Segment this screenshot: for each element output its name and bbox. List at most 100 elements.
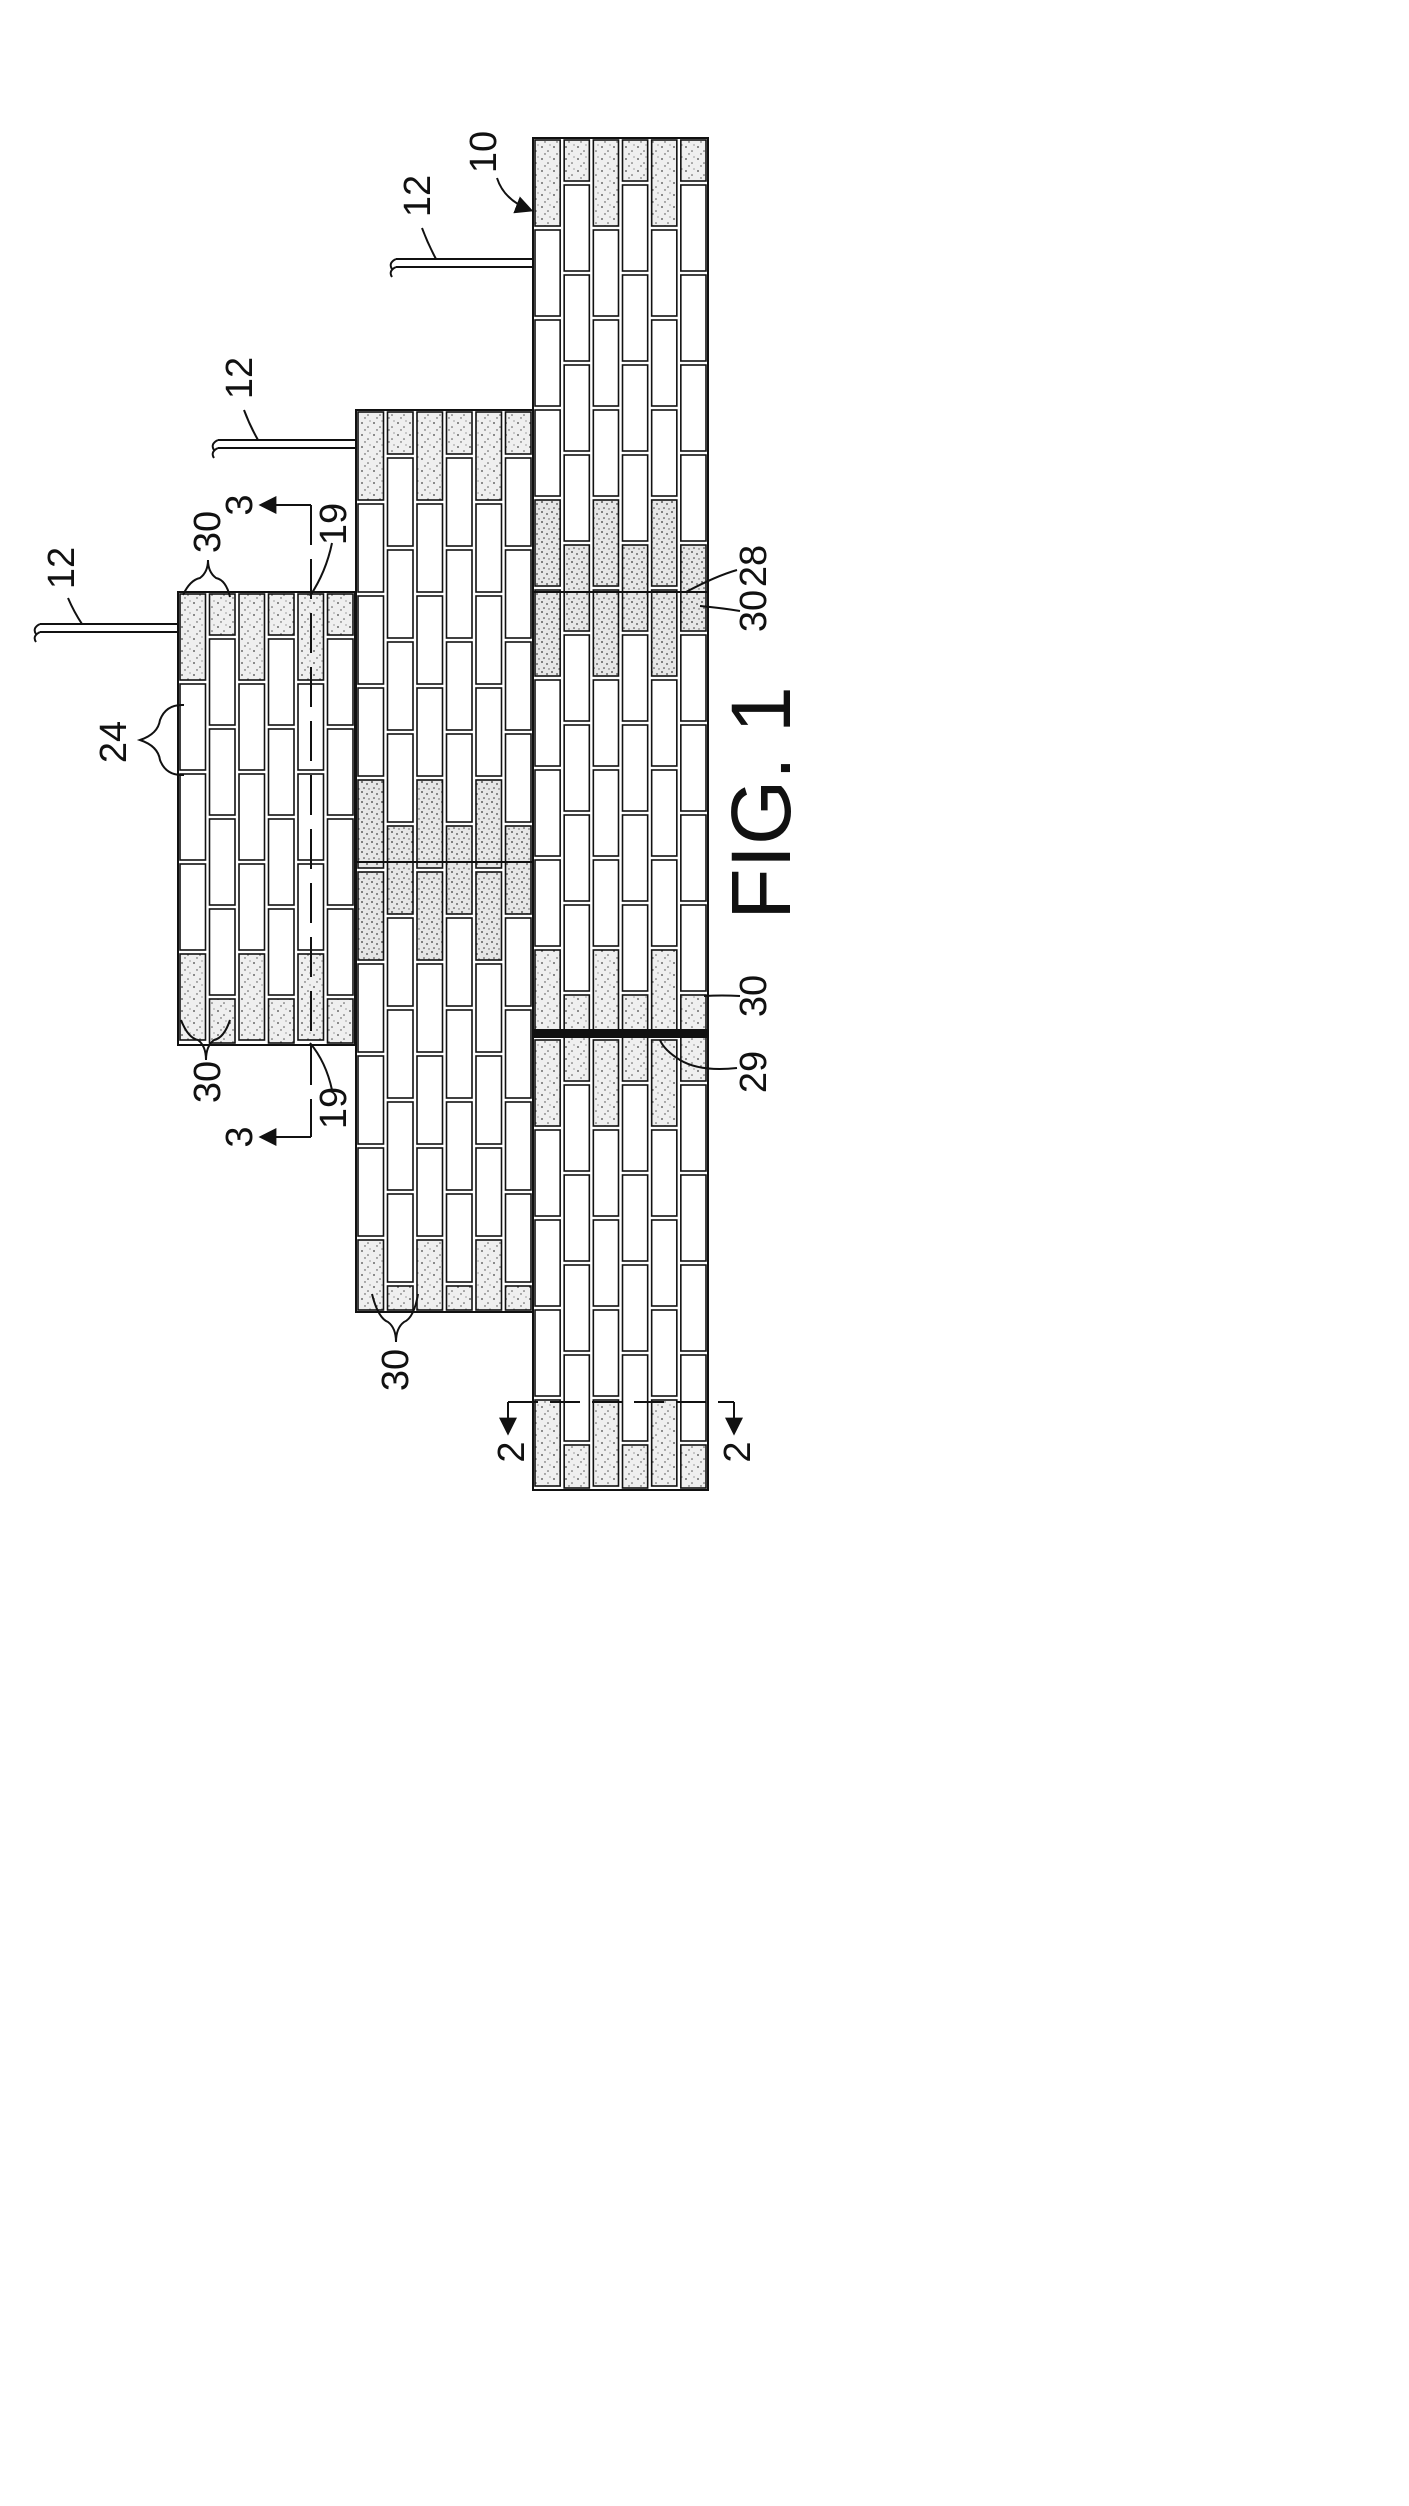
bottom-stack-brick [681,140,706,181]
middle-stack-brick [417,1148,443,1236]
top-stack-brick [180,774,206,860]
label-28: 28 [733,545,775,587]
bottom-stack-brick [623,140,648,181]
top-stack-brick [239,864,265,950]
bottom-stack-brick [535,860,560,946]
bottom-stack-brick [593,1310,618,1396]
middle-stack-brick [358,1148,384,1236]
bottom-stack-brick [564,635,589,721]
label-2-left: 2 [491,1441,533,1462]
middle-stack-brick [388,1194,414,1282]
label-12-a: 12 [41,547,83,589]
middle-stack-brick [506,458,532,546]
middle-stack-brick [388,1286,414,1310]
top-stack-brick [210,999,236,1043]
top-stack-brick [239,954,265,1040]
middle-stack-brick [358,688,384,776]
label-19-bottom: 19 [313,1087,355,1129]
bottom-stack-brick [593,320,618,406]
middle-stack-brick [476,872,502,960]
bottom-stack-brick [535,1400,560,1486]
middle-stack-brick [506,734,532,822]
bottom-stack-brick [564,365,589,451]
bottom-stack-brick [535,410,560,496]
bottom-stack-brick [623,815,648,901]
bottom-stack-brick [623,1445,648,1488]
middle-stack-brick [447,412,473,454]
bottom-stack-brick [652,1040,677,1126]
bottom-stack-brick [593,1220,618,1306]
bottom-stack-brick [593,1040,618,1126]
bottom-stack-brick [593,950,618,1036]
middle-stack-brick [388,826,414,914]
bottom-stack-brick [564,455,589,541]
bottom-stack-brick [593,590,618,676]
top-stack-brick [328,594,354,635]
bottom-stack-brick [623,1265,648,1351]
bottom-stack-brick [564,1085,589,1171]
bottom-stack-brick [535,770,560,856]
bottom-stack-brick [652,770,677,856]
middle-stack-brick [417,596,443,684]
bottom-stack-brick [564,1355,589,1441]
top-stack-brick [239,774,265,860]
bottom-stack-brick [652,1310,677,1396]
bottom-stack-brick [535,680,560,766]
bottom-stack-brick [652,590,677,676]
bottom-stack-brick [681,1085,706,1171]
lead-wire-1 [35,624,178,642]
bottom-stack-brick [535,140,560,226]
top-stack-brick [210,594,236,635]
middle-stack-brick [506,826,532,914]
top-stack-brick [328,729,354,815]
middle-stack-brick [506,412,532,454]
bottom-stack-brick [623,275,648,361]
middle-stack-brick [447,734,473,822]
bottom-stack-brick [535,230,560,316]
middle-stack-brick [417,688,443,776]
label-30-top: 30 [187,511,229,553]
bottom-stack-brick [564,815,589,901]
top-layer-stack [178,592,355,1045]
top-stack-brick [239,594,265,680]
top-stack-brick [210,819,236,905]
bottom-stack-brick [593,500,618,586]
bottom-stack-brick [681,635,706,721]
middle-stack-brick [417,1056,443,1144]
middle-stack-brick [447,918,473,1006]
middle-stack-brick [388,412,414,454]
middle-stack-brick [358,412,384,500]
middle-stack-brick [476,596,502,684]
middle-stack-brick [388,1010,414,1098]
top-stack-brick [328,639,354,725]
bottom-stack-brick [535,1220,560,1306]
bottom-stack-brick [681,275,706,361]
middle-stack-brick [358,596,384,684]
bottom-stack-brick [593,1130,618,1216]
bottom-stack-brick [564,905,589,991]
top-stack-brick [210,639,236,725]
lead-wire-3 [391,259,533,277]
bottom-stack-brick [564,140,589,181]
bottom-stack-brick [652,500,677,586]
bottom-stack-brick [593,230,618,316]
middle-stack-brick [506,550,532,638]
middle-stack-brick [388,550,414,638]
middle-stack-brick [476,504,502,592]
label-30-near-28: 30 [733,590,775,632]
bottom-stack-brick [681,365,706,451]
lead-wire-2 [213,440,356,458]
middle-stack-brick [388,1102,414,1190]
bottom-stack-brick [652,860,677,946]
bottom-stack-brick [593,410,618,496]
middle-stack-brick [506,1194,532,1282]
bottom-stack-brick [623,455,648,541]
bottom-stack-brick [623,905,648,991]
bottom-stack-brick [652,1220,677,1306]
top-stack-brick [239,684,265,770]
middle-stack-brick [476,780,502,868]
bottom-stack-brick [652,950,677,1036]
middle-stack-brick [417,504,443,592]
bottom-stack-brick [652,410,677,496]
bottom-stack-brick [535,320,560,406]
